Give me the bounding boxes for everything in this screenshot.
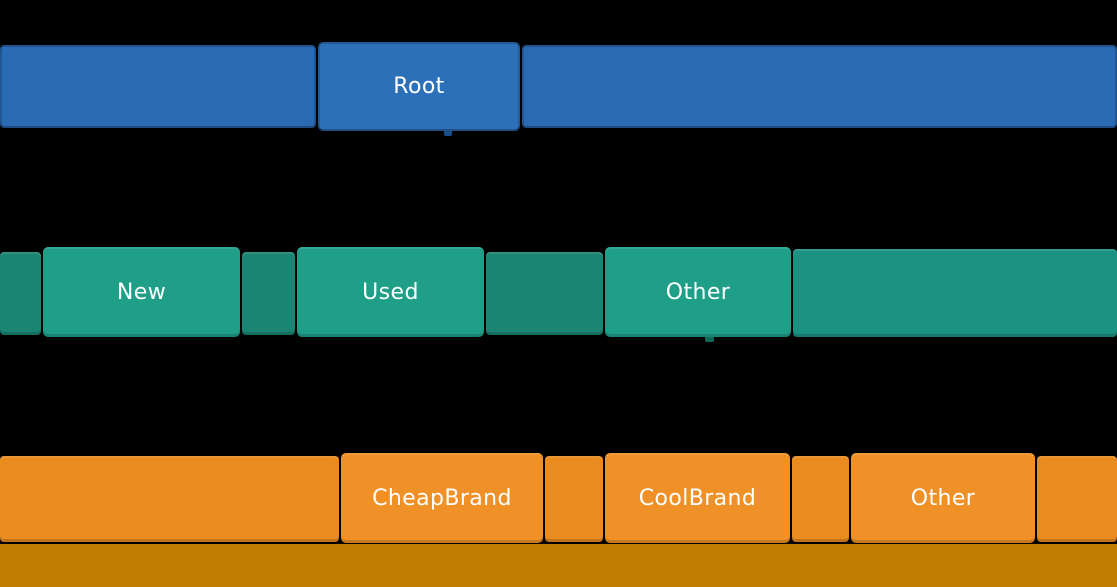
node-orange-a[interactable] (0, 456, 339, 542)
other-teal-connector-stub (705, 337, 714, 342)
node-other-level2[interactable]: Other (851, 453, 1035, 543)
node-cheapbrand-label: CheapBrand (372, 485, 512, 511)
node-new-label: New (116, 279, 167, 305)
node-teal-b[interactable] (242, 252, 295, 335)
node-other-level1[interactable]: Other (605, 247, 791, 337)
node-root-label: Root (393, 74, 445, 99)
node-teal-a[interactable] (0, 252, 41, 335)
node-coolbrand-label: CoolBrand (638, 485, 757, 511)
node-blue-right[interactable] (522, 45, 1117, 128)
depth-3-collapsed-band[interactable] (0, 544, 1117, 587)
node-orange-c[interactable] (792, 456, 849, 542)
node-orange-d[interactable] (1037, 456, 1117, 542)
node-root[interactable]: Root (318, 42, 520, 131)
node-orange-b[interactable] (545, 456, 603, 542)
root-connector-stub (444, 131, 452, 136)
node-teal-d[interactable] (793, 249, 1117, 337)
node-used-label: Used (362, 279, 419, 305)
node-other-level2-label: Other (910, 485, 976, 511)
node-new[interactable]: New (43, 247, 240, 337)
node-cheapbrand[interactable]: CheapBrand (341, 453, 543, 543)
node-teal-c[interactable] (486, 252, 603, 335)
node-used[interactable]: Used (297, 247, 484, 337)
node-other-level1-label: Other (665, 279, 731, 305)
node-blue-left[interactable] (0, 45, 316, 128)
node-coolbrand[interactable]: CoolBrand (605, 453, 790, 543)
